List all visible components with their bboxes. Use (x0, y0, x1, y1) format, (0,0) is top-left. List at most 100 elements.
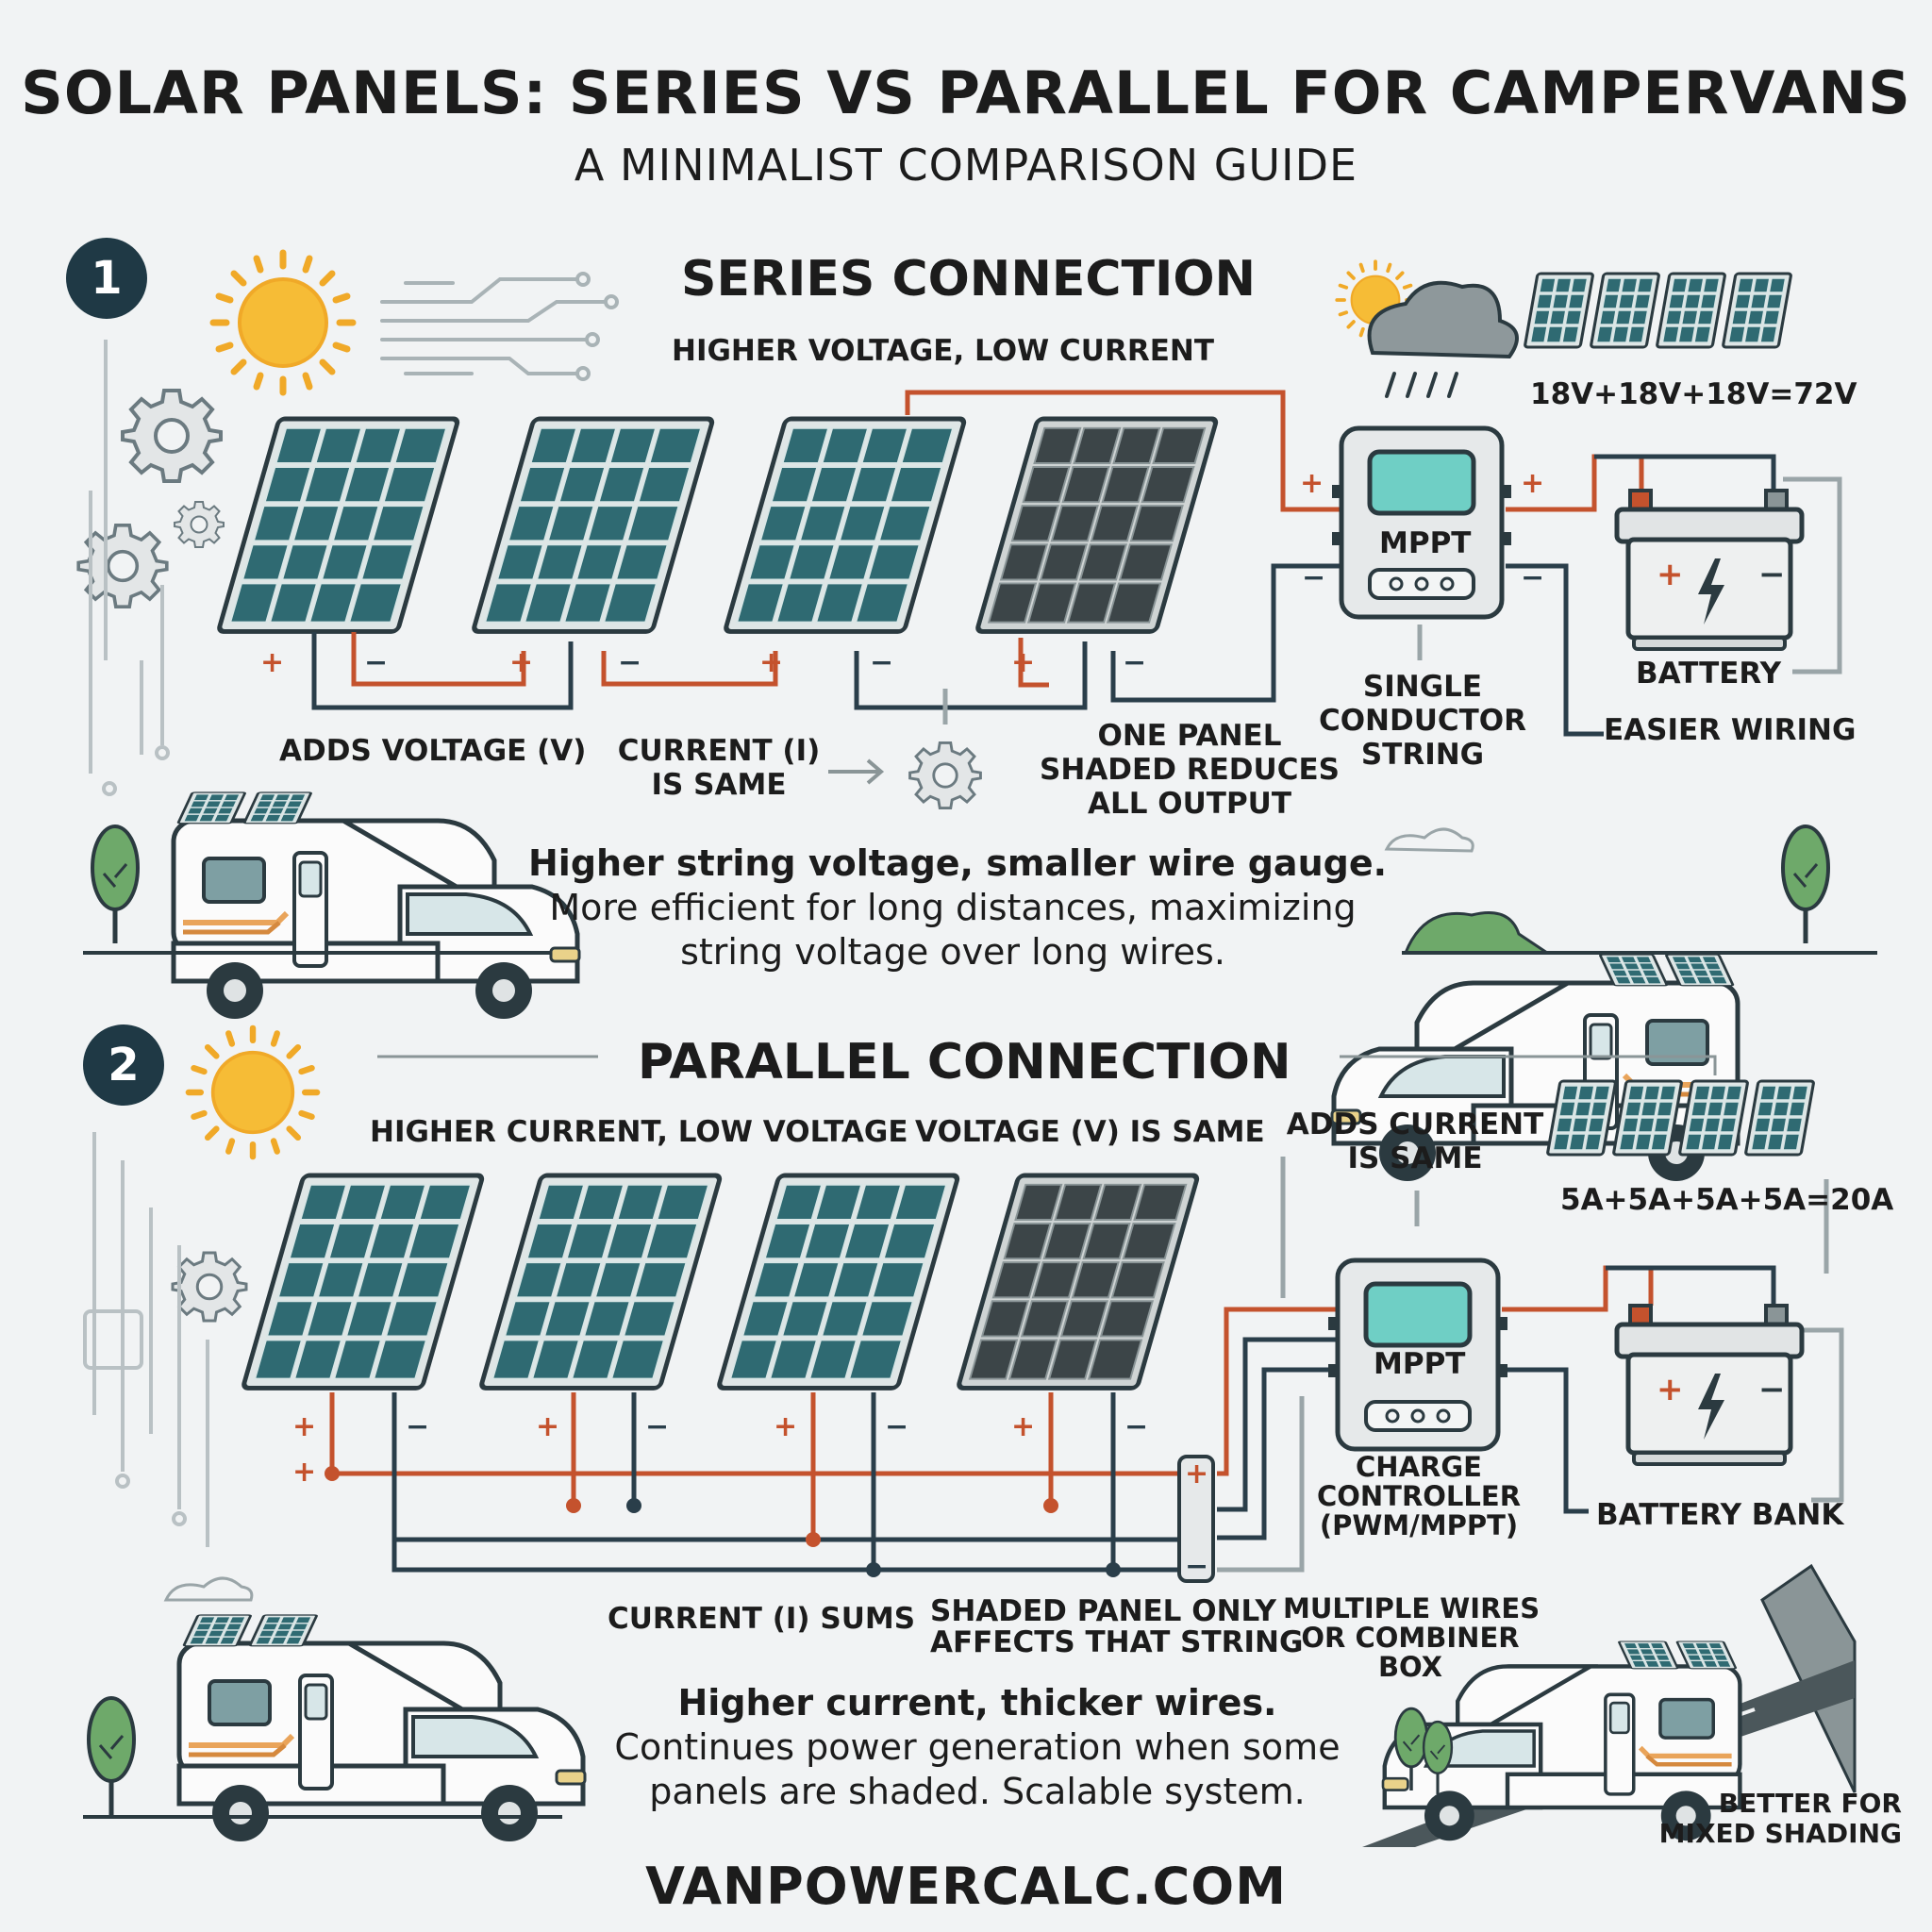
battery-icon (1617, 491, 1802, 649)
polarity-markers: +− + +− +− +− +− (292, 1410, 1208, 1583)
adds-current-line: IS SAME (1347, 1141, 1483, 1175)
page-title: SOLAR PANELS: SERIES VS PARALLEL FOR CAM… (21, 58, 1911, 127)
gear-icon (171, 1251, 248, 1323)
svg-text:−: − (1124, 1410, 1148, 1443)
campervan-illustration (179, 1615, 585, 1841)
battery-icon (1617, 1306, 1802, 1464)
adds-voltage-label: ADDS VOLTAGE (V) (279, 734, 587, 768)
shaded-panel-line: SHADED PANEL ONLY (930, 1594, 1276, 1628)
shaded-panel-line: AFFECTS THAT STRING (930, 1625, 1304, 1659)
svg-text:+: + (292, 1456, 316, 1489)
svg-text:−: − (406, 1410, 429, 1443)
adds-current-label: ADDS CURRENT IS SAME (1285, 1108, 1545, 1175)
battery-bank-label: BATTERY BANK (1596, 1498, 1844, 1532)
charge-controller-line: (PWM/MPPT) (1319, 1509, 1519, 1541)
parallel-description: Higher current, thicker wires. Continues… (562, 1681, 1392, 1814)
series-equation: 18V+18V+18V=72V (1530, 377, 1857, 411)
shaded-line: ALL OUTPUT (1087, 787, 1291, 821)
website-footer: VANPOWERCALC.COM (645, 1857, 1287, 1916)
cloud-icon (163, 1576, 254, 1602)
shaded-line: ONE PANEL (1097, 719, 1282, 753)
polarity-markers: +− +− +− +− +− +− (260, 467, 1544, 679)
panel-array-icon (1523, 272, 1793, 349)
campervan-illustration (174, 792, 579, 1019)
svg-text:−: − (364, 646, 388, 679)
series-description-bold: Higher string voltage, smaller wire gaug… (528, 842, 1388, 884)
better-shading-line: MIXED SHADING (1658, 1818, 1902, 1849)
circuit-lines-decoration (89, 340, 170, 796)
svg-text:+: + (1521, 467, 1544, 500)
svg-text:−: − (1302, 561, 1325, 594)
multiple-wires-line: BOX (1377, 1651, 1443, 1683)
cloud-icon (1384, 827, 1474, 853)
series-mppt-label: MPPT (1379, 526, 1472, 560)
tree-icon (92, 826, 138, 943)
shaded-panel-label: SHADED PANEL ONLY AFFECTS THAT STRING (930, 1594, 1304, 1659)
series-description-line: string voltage over long wires. (680, 931, 1225, 973)
road-scene (1362, 1563, 1857, 1847)
parallel-description-line: Continues power generation when some (614, 1726, 1341, 1768)
solar-panel (218, 419, 458, 631)
cloud-rain-icon (1335, 259, 1519, 398)
adds-current-line: ADDS CURRENT (1286, 1108, 1544, 1141)
svg-text:+: + (260, 646, 284, 679)
svg-text:+: + (759, 646, 783, 679)
arrow-icon (828, 758, 885, 785)
svg-text:+: + (509, 646, 533, 679)
gear-icon (121, 389, 223, 483)
divider-line (1340, 1055, 1717, 1075)
charge-controller-label: CHARGE CONTROLLER (PWM/MPPT) (1315, 1453, 1523, 1541)
parallel-section-title: PARALLEL CONNECTION (638, 1034, 1291, 1091)
solar-panel-shaded (958, 1175, 1198, 1388)
charge-controller-line: CHARGE (1356, 1451, 1482, 1483)
current-sums-label: CURRENT (I) SUMS (608, 1602, 916, 1636)
section-number-badge: 2 (83, 1024, 164, 1106)
svg-text:+: + (1185, 1457, 1208, 1491)
svg-text:−: − (1123, 646, 1146, 679)
series-description: Higher string voltage, smaller wire gaug… (528, 841, 1387, 974)
svg-text:+: + (1011, 646, 1035, 679)
mppt-controller (1332, 428, 1511, 617)
solar-panel (480, 1175, 721, 1388)
svg-text:−: − (870, 646, 893, 679)
svg-text:+: + (1300, 467, 1324, 500)
bush-icon (1403, 911, 1552, 955)
multiple-wires-label: MULTIPLE WIRES OR COMBINER BOX (1283, 1592, 1541, 1683)
svg-text:+: + (774, 1410, 797, 1443)
combiner-box (1177, 1455, 1215, 1583)
parallel-description-bold: Higher current, thicker wires. (677, 1682, 1277, 1724)
solar-panel (242, 1175, 483, 1388)
parallel-mppt-label: MPPT (1374, 1347, 1466, 1381)
parallel-equation: 5A+5A+5A+5A=20A (1560, 1183, 1894, 1217)
parallel-sun-icon (189, 1028, 317, 1157)
shaded-line: SHADED REDUCES (1040, 753, 1340, 787)
better-shading-line: BETTER FOR (1718, 1788, 1902, 1819)
solar-panel (473, 419, 713, 631)
charge-controller-line: CONTROLLER (1316, 1480, 1522, 1512)
circuit-lines-decoration (380, 272, 619, 381)
page-subtitle: A MINIMALIST COMPARISON GUIDE (574, 140, 1358, 191)
tree-icon (89, 1698, 134, 1815)
single-conductor-line: CONDUCTOR (1318, 704, 1527, 738)
parallel-tagline: HIGHER CURRENT, LOW VOLTAGE (370, 1115, 908, 1149)
solar-panel-shaded (976, 419, 1217, 631)
one-panel-shaded-label: ONE PANEL SHADED REDUCES ALL OUTPUT (1036, 719, 1343, 821)
voltage-same-label: VOLTAGE (V) IS SAME (915, 1115, 1265, 1149)
series-section-title: SERIES CONNECTION (681, 251, 1257, 308)
series-description-line: More efficient for long distances, maxim… (549, 887, 1357, 928)
single-conductor-label: SINGLE CONDUCTOR STRING (1317, 670, 1528, 772)
parallel-description-line: panels are shaded. Scalable system. (649, 1771, 1306, 1812)
svg-text:+: + (536, 1410, 559, 1443)
single-conductor-line: SINGLE (1362, 670, 1483, 704)
current-same-line: CURRENT (I) (617, 734, 821, 768)
battery-label: BATTERY (1636, 657, 1782, 691)
circuit-lines-decoration (83, 1132, 209, 1547)
single-conductor-line: STRING (1360, 738, 1485, 772)
solar-panel (724, 419, 965, 631)
svg-text:+: + (292, 1410, 316, 1443)
wire-junctions (325, 1466, 1121, 1577)
multiple-wires-line: OR COMBINER (1301, 1622, 1520, 1654)
multiple-wires-line: MULTIPLE WIRES (1283, 1592, 1541, 1624)
current-same-label: CURRENT (I) IS SAME (594, 734, 843, 802)
